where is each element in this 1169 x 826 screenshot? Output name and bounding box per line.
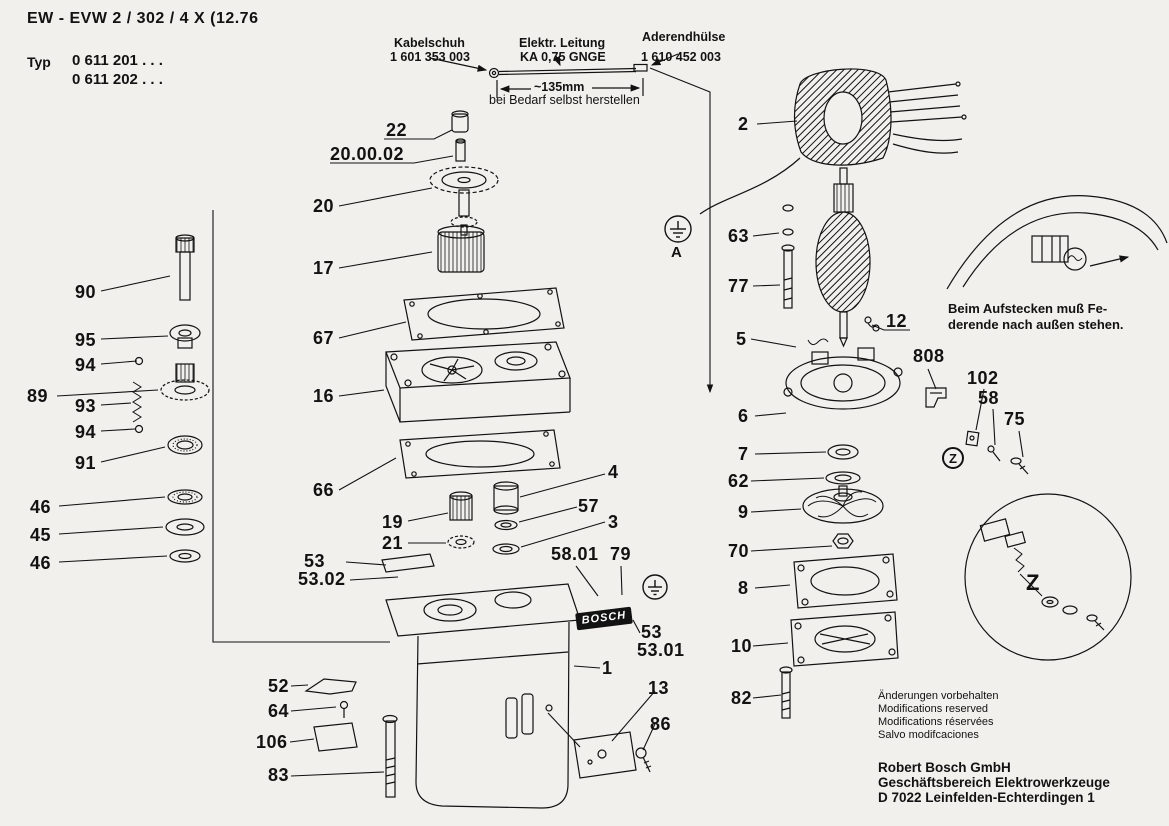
middle-assembly-drawing [304, 110, 652, 809]
detail-z-inset-label: Z [1026, 570, 1040, 595]
footer-note-de: Änderungen vorbehalten [878, 690, 999, 702]
part-label-22: 22 [386, 120, 408, 140]
part-label-89: 89 [27, 386, 49, 406]
kabelschuh-label: Kabelschuh [394, 36, 465, 50]
part-label-64: 64 [268, 701, 290, 721]
part-label-46a: 46 [30, 497, 52, 517]
part-label-5302: 53.02 [298, 569, 346, 589]
leitung-label: Elektr. Leitung [519, 36, 606, 50]
part-label-808: 808 [913, 346, 945, 366]
part-label-77: 77 [728, 276, 750, 296]
part-label-7: 7 [738, 444, 749, 464]
footer-note-en: Modifications reserved [878, 703, 989, 715]
leader-lines [56, 67, 1024, 777]
part-label-46b: 46 [30, 553, 52, 573]
feder-note-line2: derende nach außen stehen. [948, 317, 1124, 332]
part-label-12: 12 [886, 311, 908, 331]
inset-bottom-right [964, 493, 1132, 661]
cable-note: bei Bedarf selbst herstellen [489, 93, 640, 107]
part-label-79: 79 [610, 544, 632, 564]
part-label-94a: 94 [75, 355, 97, 375]
part-label-66: 66 [313, 480, 335, 500]
part-label-53b: 53 [641, 622, 663, 642]
ground-point-a-label: A [671, 244, 682, 261]
left-assembly-drawing [132, 234, 210, 563]
part-label-70: 70 [728, 541, 750, 561]
typ-number-1: 0 611 201 . . . [72, 52, 163, 69]
part-label-9: 9 [738, 502, 749, 522]
part-label-8: 8 [738, 578, 749, 598]
part-label-63: 63 [728, 226, 750, 246]
part-label-52: 52 [268, 676, 290, 696]
aderendhuelse-number: 1 610 452 003 [641, 50, 721, 64]
part-label-19: 19 [382, 512, 404, 532]
part-label-93: 93 [75, 396, 97, 416]
footer-company-address: D 7022 Leinfelden-Echterdingen 1 [878, 790, 1095, 805]
kabelschuh-number: 1 601 353 003 [390, 50, 470, 64]
part-label-94b: 94 [75, 422, 97, 442]
part-label-3: 3 [608, 512, 619, 532]
footer-company-division: Geschäftsbereich Elektrowerkzeuge [878, 775, 1110, 790]
part-label-200002: 20.00.02 [330, 144, 405, 164]
footer-note-fr: Modifications réservées [878, 716, 994, 728]
inset-top-right [946, 195, 1168, 290]
part-label-75: 75 [1004, 409, 1026, 429]
part-label-106: 106 [256, 732, 288, 752]
footer-note-es: Salvo modifcaciones [878, 729, 979, 741]
part-label-102: 102 [967, 368, 999, 388]
motor-assembly-drawing [699, 68, 1029, 719]
part-label-17: 17 [313, 258, 335, 278]
part-label-58: 58 [978, 388, 1000, 408]
aderendhuelse-label: Aderendhülse [642, 30, 726, 44]
part-label-4: 4 [608, 462, 619, 482]
part-label-57: 57 [578, 496, 600, 516]
ground-symbol-a [664, 215, 692, 243]
part-label-86: 86 [650, 714, 672, 734]
part-label-13: 13 [648, 678, 670, 698]
part-label-10: 10 [731, 636, 753, 656]
part-label-45: 45 [30, 525, 52, 545]
detail-z-reference: Z [942, 447, 964, 469]
footer-company-name: Robert Bosch GmbH [878, 760, 1011, 775]
part-label-53a: 53 [304, 551, 326, 571]
cable-length-dim: ~135mm [534, 80, 585, 94]
part-label-5: 5 [736, 329, 747, 349]
page-title: EW - EVW 2 / 302 / 4 X (12.76 [27, 10, 259, 27]
part-label-21: 21 [382, 533, 404, 553]
part-label-20: 20 [313, 196, 335, 216]
feder-note-line1: Beim Aufstecken muß Fe- [948, 301, 1108, 316]
part-label-2: 2 [738, 114, 749, 134]
part-label-82: 82 [731, 688, 753, 708]
cable-drawing [429, 53, 679, 98]
part-label-83: 83 [268, 765, 290, 785]
part-label-91: 91 [75, 453, 97, 473]
leitung-spec: KA 0,75 GNGE [520, 50, 606, 64]
part-label-16: 16 [313, 386, 335, 406]
part-label-5801: 58.01 [551, 544, 599, 564]
part-label-6: 6 [738, 406, 749, 426]
part-label-5301: 53.01 [637, 640, 685, 660]
part-label-62: 62 [728, 471, 750, 491]
ground-symbol-b [642, 574, 668, 600]
typ-label: Typ [27, 54, 51, 70]
part-label-90: 90 [75, 282, 97, 302]
part-label-95: 95 [75, 330, 97, 350]
part-label-67: 67 [313, 328, 335, 348]
part-label-1: 1 [602, 658, 613, 678]
typ-number-2: 0 611 202 . . . [72, 71, 163, 88]
